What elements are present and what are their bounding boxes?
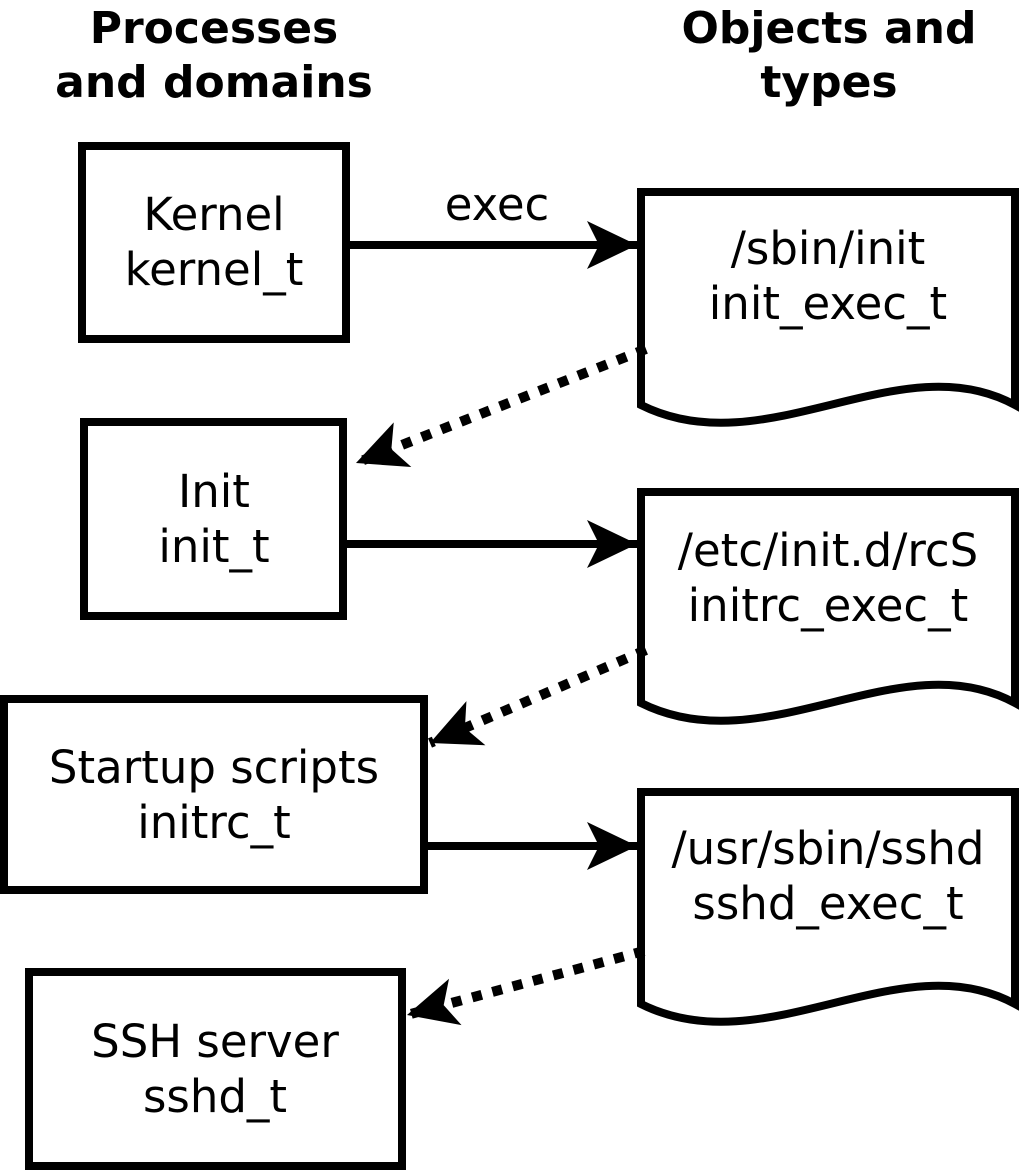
object-doc-etc-initd-rcs: [637, 488, 1019, 725]
process-type-startup-scripts: initrc_t: [137, 796, 291, 849]
process-node-kernel: Kernel kernel_t: [78, 142, 350, 343]
process-label-kernel: Kernel: [143, 188, 284, 241]
process-box-ssh-server: [25, 968, 406, 1170]
column-header-left: Processes and domains: [55, 3, 373, 108]
object-type-sbin-init: init_exec_t: [709, 277, 947, 330]
object-type-usr-sbin-sshd: sshd_exec_t: [692, 877, 963, 930]
process-label-ssh-server: SSH server: [91, 1015, 339, 1068]
dotted-arrow-sshd-exec-to-sshd: [405, 946, 646, 1026]
column-header-left-line1: Processes: [90, 3, 339, 54]
object-doc-usr-sbin-sshd: [637, 788, 1019, 1026]
process-node-startup-scripts: Startup scripts initrc_t: [0, 695, 428, 894]
process-type-ssh-server: sshd_t: [143, 1070, 287, 1123]
process-type-kernel: kernel_t: [125, 243, 304, 296]
process-node-init: Init init_t: [80, 418, 347, 620]
exec-edge-label: exec: [445, 178, 550, 231]
object-node-usr-sbin-sshd: /usr/sbin/sshd sshd_exec_t: [637, 788, 1019, 1026]
column-header-left-line2: and domains: [55, 57, 373, 108]
object-type-etc-initd-rcs: initrc_exec_t: [688, 579, 969, 632]
dotted-arrow-initrc-exec-to-initrc: [428, 645, 648, 748]
process-box-kernel: [78, 142, 350, 343]
object-path-usr-sbin-sshd: /usr/sbin/sshd: [672, 822, 985, 875]
process-type-init: init_t: [158, 520, 269, 573]
object-path-etc-initd-rcs: /etc/init.d/rcS: [678, 524, 978, 577]
dotted-arrow-init-exec-to-init: [354, 344, 648, 468]
object-path-sbin-init: /sbin/init: [731, 222, 926, 275]
process-label-init: Init: [178, 465, 250, 518]
process-box-init: [80, 418, 347, 620]
object-node-sbin-init: /sbin/init init_exec_t: [637, 188, 1019, 427]
column-header-right-line1: Objects and: [682, 3, 977, 54]
column-header-right-line2: types: [760, 57, 897, 108]
process-node-ssh-server: SSH server sshd_t: [25, 968, 406, 1170]
process-label-startup-scripts: Startup scripts: [49, 741, 379, 794]
object-doc-sbin-init: [637, 188, 1019, 427]
column-header-right: Objects and types: [682, 3, 977, 108]
process-box-startup-scripts: [0, 695, 428, 894]
object-node-etc-initd-rcs: /etc/init.d/rcS initrc_exec_t: [637, 488, 1019, 725]
